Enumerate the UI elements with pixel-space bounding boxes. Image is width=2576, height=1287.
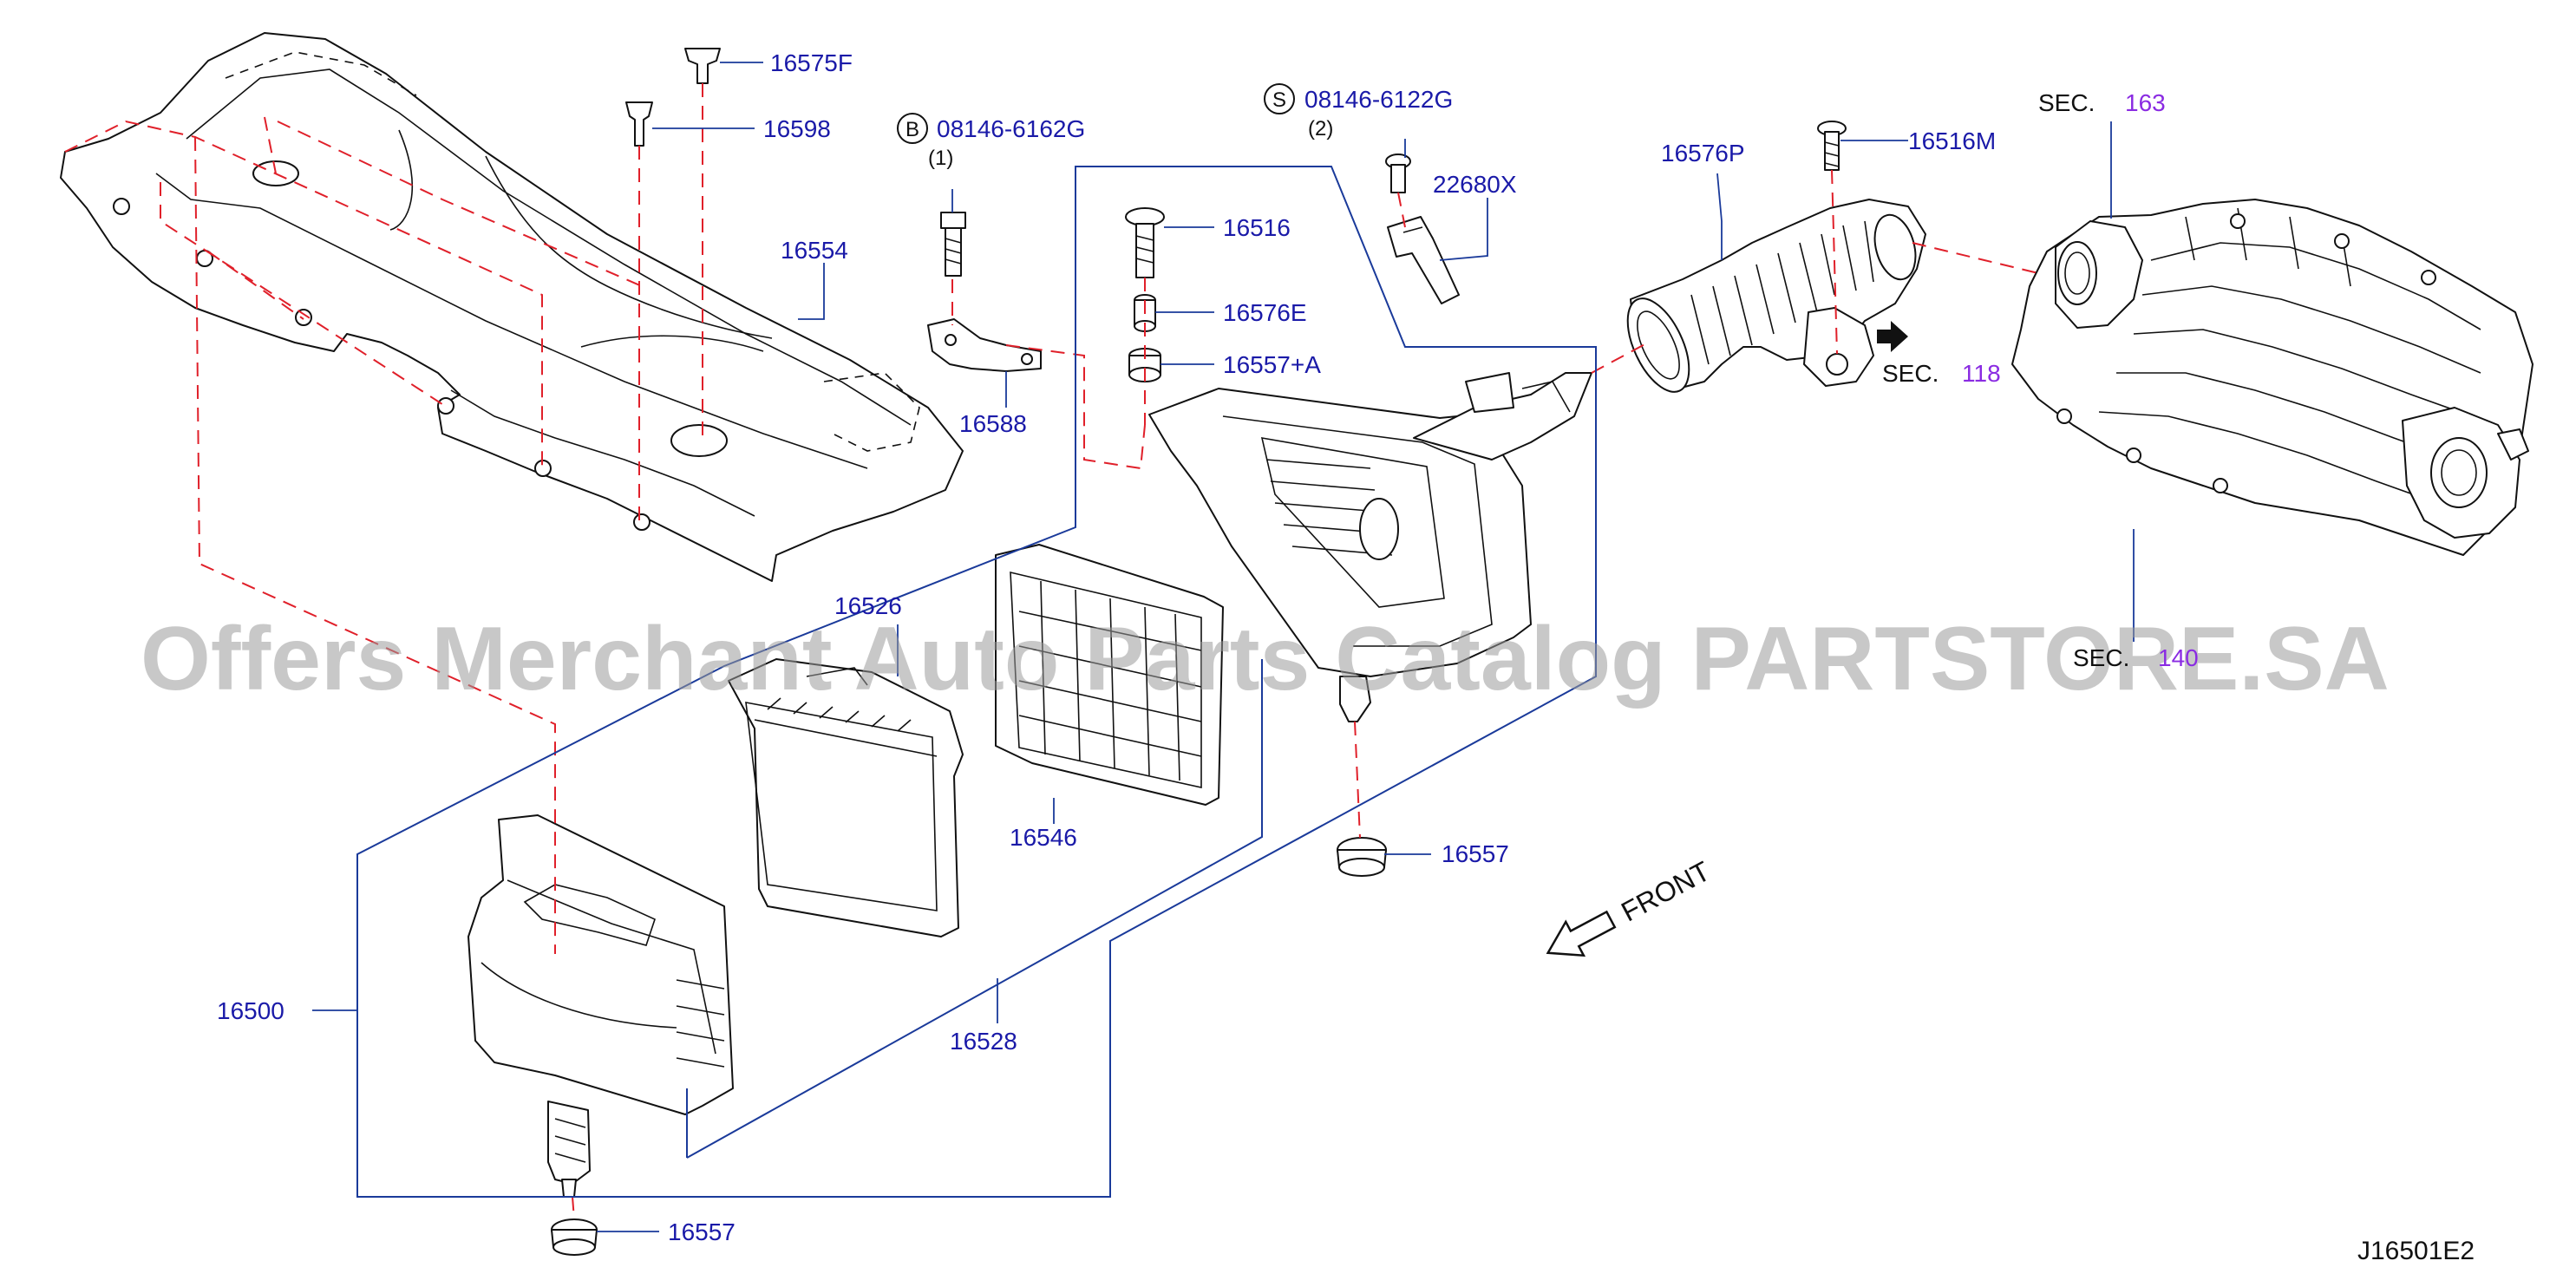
sec-118-arrow-icon xyxy=(1877,321,1908,352)
label-16516M[interactable]: 16516M xyxy=(1908,127,1996,154)
label-16576E[interactable]: 16576E xyxy=(1223,299,1307,326)
maf-sensor-22680X[interactable] xyxy=(1387,216,1460,304)
label-16557A[interactable]: 16557+A xyxy=(1223,351,1321,378)
label-16576P[interactable]: 16576P xyxy=(1661,140,1745,167)
leader-lines xyxy=(312,62,2135,1232)
engine-cover-16554[interactable] xyxy=(60,32,964,582)
bolt-16516M[interactable] xyxy=(1817,121,1847,171)
label-16526[interactable]: 16526 xyxy=(834,592,902,619)
label-16554[interactable]: 16554 xyxy=(781,237,848,264)
bolt-b-callout: B 08146-6162G (1) xyxy=(897,113,1085,170)
sec-163-reference[interactable]: SEC. 163 xyxy=(2038,89,2166,116)
label-16557-mid[interactable]: 16557 xyxy=(1442,840,1509,867)
label-16516[interactable]: 16516 xyxy=(1223,214,1291,241)
front-direction-indicator: FRONT xyxy=(1546,855,1715,957)
label-08146-6162G[interactable]: 08146-6162G xyxy=(937,115,1085,142)
sec-140-word: SEC. xyxy=(2073,644,2129,671)
front-label: FRONT xyxy=(1616,855,1715,928)
grommet-16557-bottom[interactable] xyxy=(551,1218,598,1256)
bracket-16588[interactable] xyxy=(927,318,1042,372)
clip-16575F[interactable] xyxy=(684,48,721,84)
label-16557-bottom[interactable]: 16557 xyxy=(668,1218,736,1245)
assembly-dashed-lines xyxy=(64,83,2039,1220)
label-16575F[interactable]: 16575F xyxy=(770,49,853,76)
front-arrow-icon xyxy=(1546,910,1617,957)
watermark: Offers Merchant Auto Parts Catalog PARTS… xyxy=(141,609,2390,709)
air-cleaner-lower-case[interactable] xyxy=(467,814,734,1198)
sec-118-reference[interactable]: SEC. 118 xyxy=(1882,360,2001,387)
diagram-code: J16501E2 xyxy=(2357,1237,2475,1265)
air-cleaner-upper-case[interactable] xyxy=(1148,372,1592,722)
label-16598[interactable]: 16598 xyxy=(763,115,831,142)
b-circle-icon xyxy=(897,113,928,144)
inlet-duct-16528[interactable] xyxy=(728,658,964,937)
screw-08146-6122G[interactable] xyxy=(1385,154,1411,193)
sec-140-number: 140 xyxy=(2158,644,2199,671)
sec-118-word: SEC. xyxy=(1882,360,1939,387)
bolt-16516[interactable] xyxy=(1125,207,1165,278)
filter-element-16546[interactable] xyxy=(995,544,1224,806)
label-16528[interactable]: 16528 xyxy=(950,1028,1017,1055)
label-16588[interactable]: 16588 xyxy=(959,410,1027,437)
sec-163-number: 163 xyxy=(2125,89,2166,116)
intake-manifold-assembly[interactable] xyxy=(2011,199,2534,556)
sec-163-word: SEC. xyxy=(2038,89,2095,116)
sec-140-reference[interactable]: SEC. 140 xyxy=(2073,644,2199,671)
label-22680X[interactable]: 22680X xyxy=(1433,171,1517,198)
bolt-s-callout: S 08146-6122G (2) xyxy=(1264,83,1453,140)
symbol-s: S xyxy=(1272,88,1286,112)
label-16500[interactable]: 16500 xyxy=(217,997,284,1024)
bolt-08146-6162G[interactable] xyxy=(940,212,966,277)
sec-118-number: 118 xyxy=(1962,360,2001,387)
symbol-b: B xyxy=(906,118,919,141)
quantity-b: (1) xyxy=(928,147,953,170)
label-16546[interactable]: 16546 xyxy=(1010,824,1077,851)
intake-hose-16576P[interactable] xyxy=(1615,199,1926,401)
grommet-16557-mid[interactable] xyxy=(1337,837,1387,877)
s-circle-icon xyxy=(1264,83,1295,114)
label-08146-6122G[interactable]: 08146-6122G xyxy=(1304,86,1453,113)
bolt-16598[interactable] xyxy=(625,101,653,147)
quantity-s: (2) xyxy=(1308,117,1333,140)
